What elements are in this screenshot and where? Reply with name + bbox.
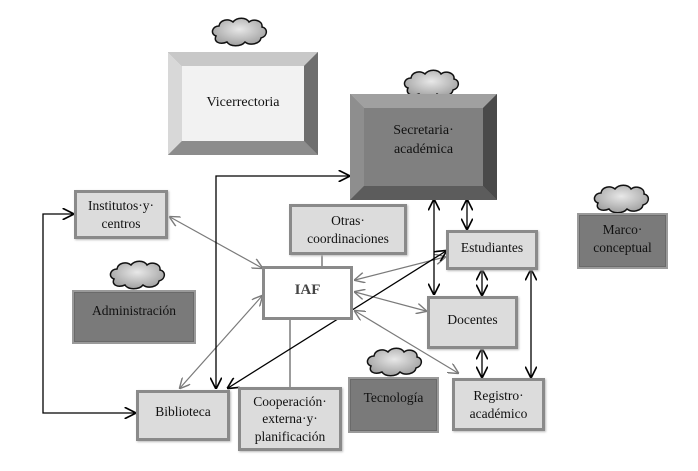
node-label: Estudiantes — [460, 240, 524, 255]
node-iaf[interactable]: IAF — [262, 266, 353, 320]
node-label: Cooperación· externa·y· planificación — [253, 393, 327, 444]
node-institutos-centros[interactable]: Institutos·y· centros — [74, 190, 168, 239]
bevel-frame — [350, 94, 497, 200]
node-tecnologia[interactable]: Tecnología — [348, 377, 439, 433]
node-estudiantes[interactable]: Estudiantes — [446, 230, 538, 270]
node-label: Docentes — [447, 312, 498, 327]
node-vicerrectoria[interactable]: Vicerrectoria — [168, 52, 318, 155]
node-biblioteca[interactable]: Biblioteca — [136, 390, 230, 441]
node-label: Institutos·y· centros — [88, 197, 154, 231]
connector-biblioteca-secretaria — [216, 176, 349, 388]
bevel-frame — [168, 52, 318, 155]
node-label: IAF — [294, 282, 321, 298]
cloud-icon-vicerrectoria — [211, 17, 268, 47]
node-label: Registro· académico — [469, 387, 528, 421]
node-label: Otras· coordinaciones — [307, 212, 389, 246]
node-label: Biblioteca — [155, 404, 211, 419]
node-marco-conceptual[interactable]: Marco· conceptual — [577, 213, 668, 269]
node-label: Administración — [92, 303, 176, 318]
node-docentes[interactable]: Docentes — [427, 296, 518, 349]
cloud-icon-administracion — [109, 260, 166, 290]
node-label: Secretaria· académica — [393, 123, 454, 157]
node-registro-academico[interactable]: Registro· académico — [452, 378, 545, 431]
node-secretaria-academica[interactable]: Secretaria· académica — [350, 94, 497, 200]
connector-biblioteca-institutos — [42, 214, 135, 413]
node-administracion[interactable]: Administración — [72, 290, 196, 344]
cloud-icon-marco — [593, 184, 650, 214]
node-label: Marco· conceptual — [593, 222, 652, 255]
node-label: Tecnología — [363, 390, 424, 405]
node-otras-coordinaciones[interactable]: Otras· coordinaciones — [289, 204, 407, 255]
node-label: Vicerrectoria — [206, 95, 280, 111]
node-cooperacion-externa[interactable]: Cooperación· externa·y· planificación — [238, 387, 342, 451]
cloud-icon-tecnologia — [366, 347, 423, 377]
